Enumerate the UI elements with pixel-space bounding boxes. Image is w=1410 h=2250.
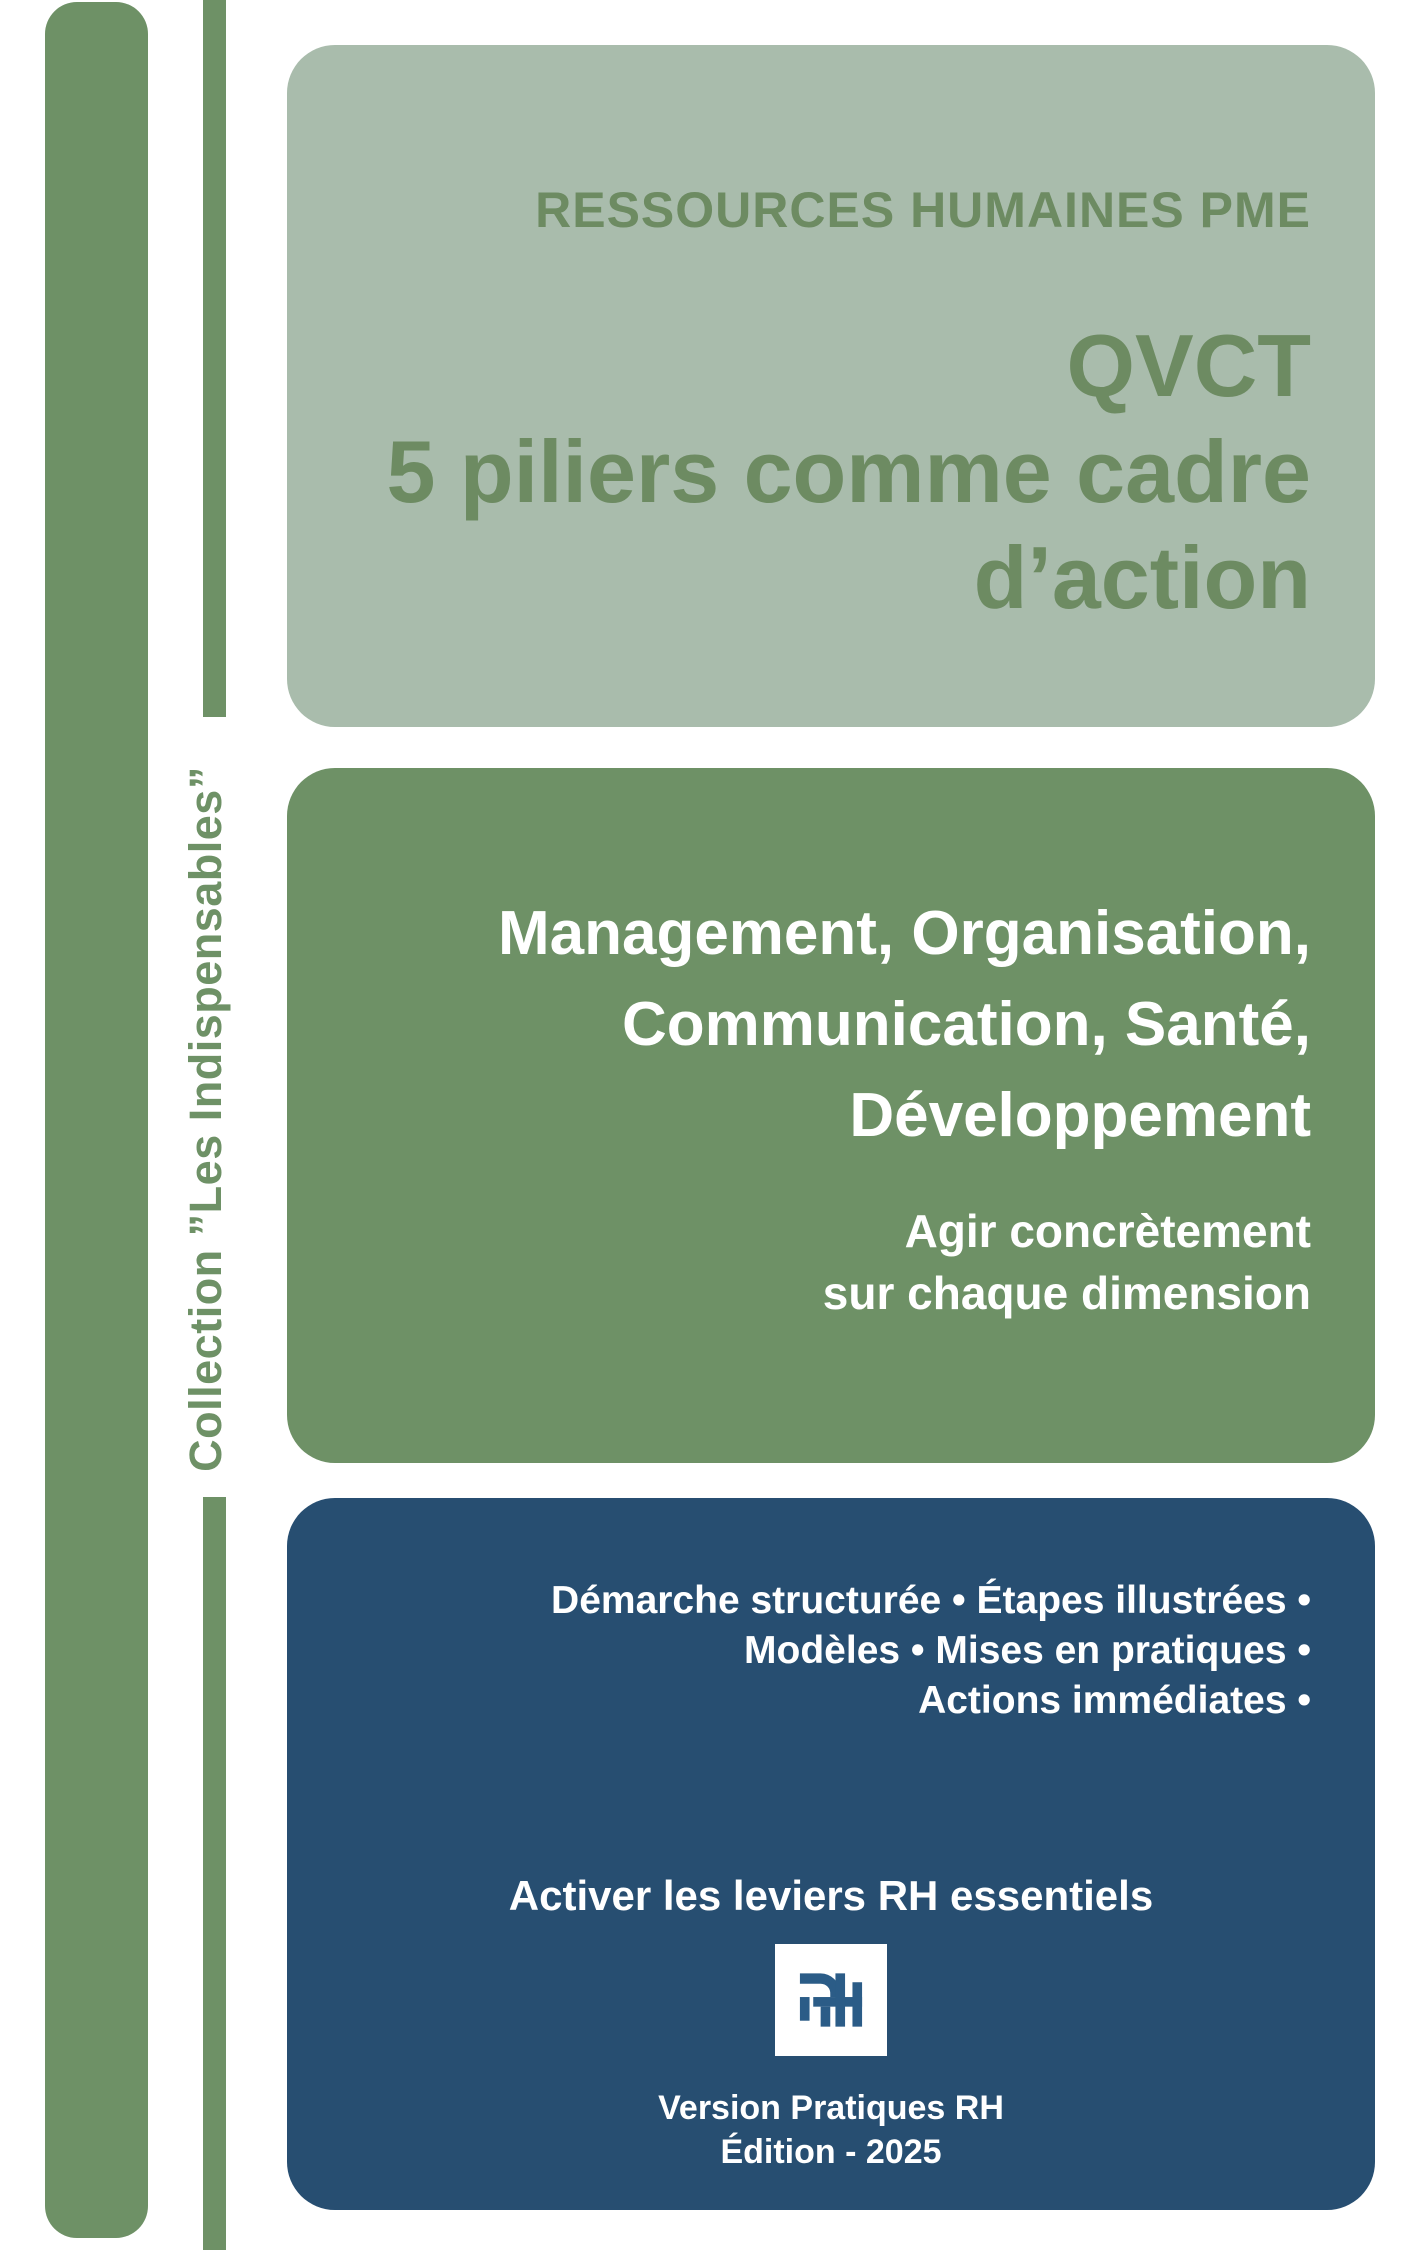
collection-label: Collection ”Les Indispensables” — [146, 740, 266, 1498]
action-subtitle: Agir concrètement sur chaque dimension — [327, 1200, 1311, 1324]
pillars-line-3: Développement — [849, 1081, 1311, 1150]
features-panel: Démarche structurée • Étapes illustrées … — [287, 1498, 1375, 2210]
collection-label-text: Collection ”Les Indispensables” — [180, 766, 232, 1472]
pillars-heading: Management, Organisation, Communication,… — [327, 888, 1311, 1161]
feature-line-2: Modèles • Mises en pratiques • — [744, 1629, 1311, 1672]
left-accent-bar — [45, 2, 148, 2238]
title-line-2: 5 piliers comme cadre — [386, 422, 1311, 521]
publisher-edition: Édition - 2025 — [720, 2133, 942, 2171]
pillars-line-1: Management, Organisation, — [497, 899, 1311, 968]
left-rail-bottom-segment — [203, 1497, 226, 2250]
rh-monogram-icon — [799, 1973, 863, 2027]
title-line-3: d’action — [973, 528, 1311, 627]
left-rail-top-segment — [203, 0, 226, 717]
feature-list: Démarche structurée • Étapes illustrées … — [327, 1576, 1311, 1726]
action-subtitle-line-1: Agir concrètement — [904, 1205, 1311, 1257]
series-eyebrow: RESSOURCES HUMAINES PME — [535, 182, 1311, 238]
feature-line-1: Démarche structurée • Étapes illustrées … — [551, 1579, 1311, 1622]
publisher-logo — [775, 1944, 887, 2056]
title-panel: RESSOURCES HUMAINES PME QVCT 5 piliers c… — [287, 45, 1375, 727]
action-subtitle-line-2: sur chaque dimension — [822, 1267, 1311, 1319]
title-line-1: QVCT — [1066, 316, 1311, 415]
book-title: QVCT 5 piliers comme cadre d’action — [327, 313, 1311, 631]
publisher-version: Version Pratiques RH — [658, 2089, 1004, 2127]
subtitle-panel: Management, Organisation, Communication,… — [287, 768, 1375, 1463]
pillars-line-2: Communication, Santé, — [622, 990, 1311, 1059]
tagline: Activer les leviers RH essentiels — [508, 1872, 1154, 1919]
feature-line-3: Actions immédiates • — [918, 1679, 1311, 1722]
